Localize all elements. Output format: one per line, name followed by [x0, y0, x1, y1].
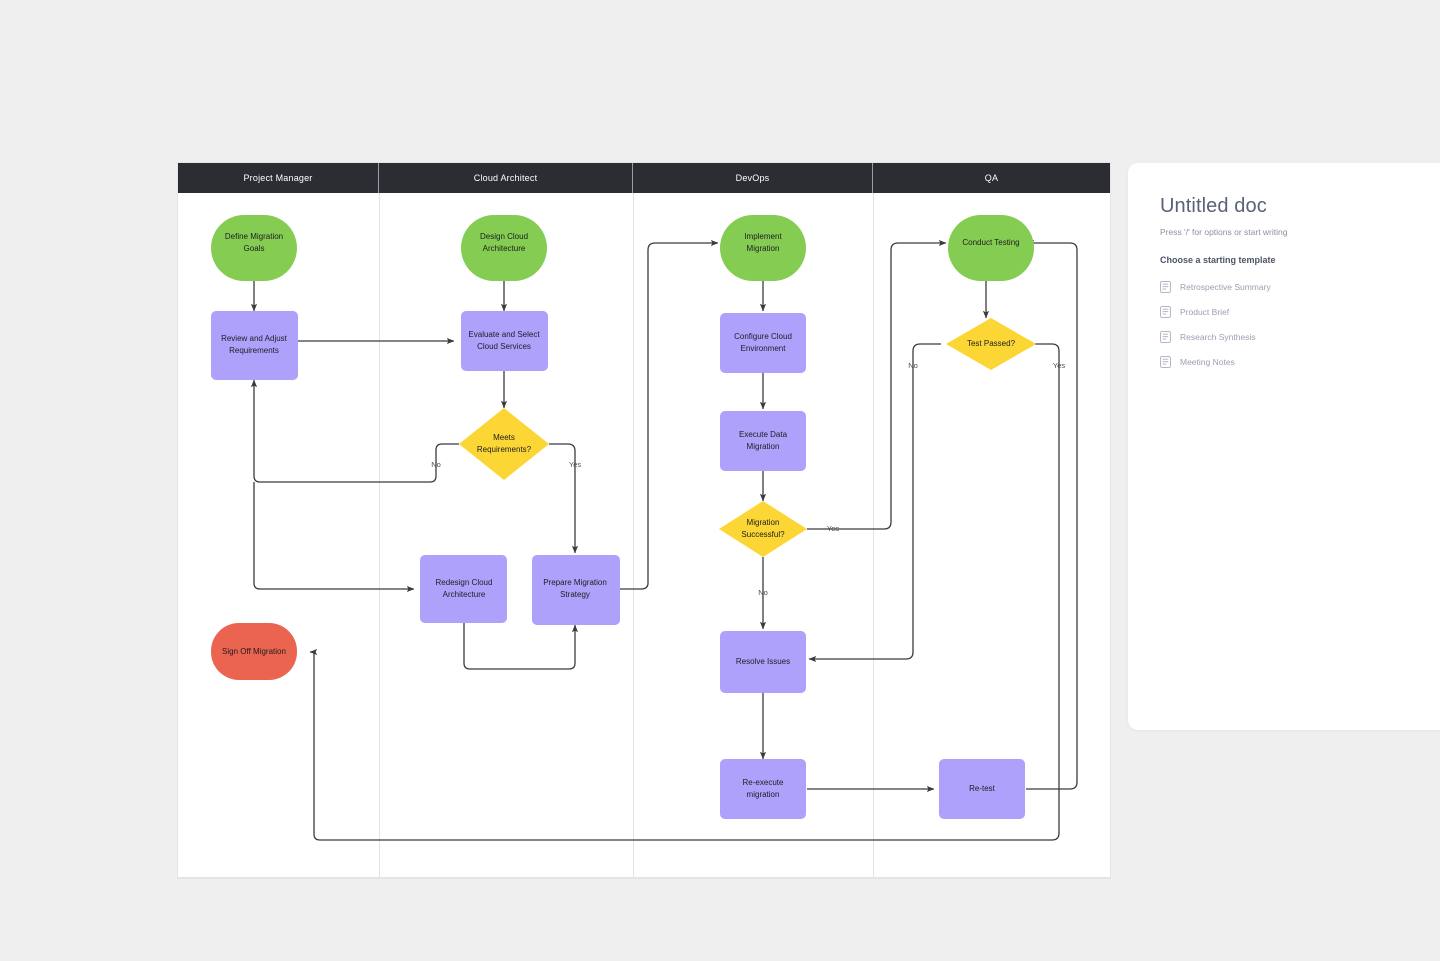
template-item-label: Meeting Notes	[1180, 356, 1235, 367]
document-icon	[1160, 330, 1171, 343]
node-conduct-testing[interactable]: Conduct Testing	[948, 215, 1034, 281]
node-re-execute-migration[interactable]: Re-execute migration	[720, 759, 806, 819]
lane-header-label: DevOps	[735, 173, 770, 183]
node-design-cloud-architecture[interactable]: Design Cloud Architecture	[461, 215, 547, 281]
edge-label-meets-yes: Yes	[569, 460, 581, 469]
lane-divider	[633, 193, 634, 878]
template-item-retrospective-summary[interactable]: Retrospective Summary	[1160, 274, 1440, 299]
node-label-line1: Review and Adjust	[221, 334, 288, 343]
lane-header-qa[interactable]: QA	[873, 163, 1110, 193]
template-item-label: Research Synthesis	[1180, 331, 1256, 342]
edge-label-migsucc-no: No	[758, 588, 768, 597]
node-label-line2: Migration	[747, 442, 780, 451]
node-meets-requirements[interactable]: Meets Requirements?	[459, 408, 549, 480]
node-implement-migration[interactable]: Implement Migration	[720, 215, 806, 281]
node-review-and-adjust-requirements[interactable]: Review and Adjust Requirements	[211, 311, 298, 380]
lane-header-cloud-architect[interactable]: Cloud Architect	[379, 163, 633, 193]
node-label-line2: Strategy	[560, 590, 590, 599]
edge-migsucc-yes-to-conduct	[807, 239, 947, 530]
edge-testpassed-no-to-resolve	[808, 343, 941, 663]
node-migration-successful[interactable]: Migration Successful?	[719, 501, 807, 557]
node-label-line2: migration	[747, 790, 780, 799]
node-label-line1: Resolve Issues	[736, 657, 790, 666]
swimlane-dividers	[178, 193, 1110, 878]
node-execute-data-migration[interactable]: Execute Data Migration	[720, 411, 806, 471]
document-icon	[1160, 280, 1171, 293]
lane-header-label: Project Manager	[243, 173, 313, 183]
edge-retest-to-conduct	[1026, 239, 1078, 790]
node-re-test[interactable]: Re-test	[939, 759, 1025, 819]
node-label-line1: Meets	[493, 433, 515, 442]
edge-prepare-to-implement	[620, 239, 719, 590]
node-configure-cloud-environment[interactable]: Configure Cloud Environment	[720, 313, 806, 373]
lane-header-devops[interactable]: DevOps	[633, 163, 873, 193]
template-section-heading: Choose a starting template	[1160, 255, 1276, 265]
node-label-line1: Redesign Cloud	[436, 578, 493, 587]
node-label-line2: Cloud Services	[477, 342, 531, 351]
edge-redesign-to-prepare	[463, 623, 579, 670]
doc-placeholder-hint: Press '/' for options or start writing	[1160, 227, 1288, 237]
node-evaluate-and-select-cloud-services[interactable]: Evaluate and Select Cloud Services	[461, 311, 548, 371]
edge-label-migsucc-yes: Yes	[827, 524, 839, 533]
node-label-line1: Design Cloud	[480, 232, 528, 241]
node-label-line1: Evaluate and Select	[468, 330, 540, 339]
edge-label-testpassed-yes: Yes	[1053, 361, 1065, 370]
node-define-migration-goals[interactable]: Define Migration Goals	[211, 215, 297, 281]
node-label-line2: Requirements?	[477, 445, 532, 454]
node-label-line1: Prepare Migration	[543, 578, 607, 587]
node-label-line1: Conduct Testing	[962, 238, 1019, 247]
doc-title[interactable]: Untitled doc	[1160, 195, 1267, 217]
edge-label-testpassed-no: No	[908, 361, 918, 370]
node-test-passed[interactable]: Test Passed?	[946, 318, 1036, 370]
swimlane-header-row: Project Manager Cloud Architect DevOps Q…	[178, 163, 1110, 193]
edge-testpassed-yes-to-signoff	[309, 343, 1060, 841]
node-label-line2: Goals	[244, 244, 265, 253]
node-label-line2: Environment	[741, 344, 787, 353]
template-item-product-brief[interactable]: Product Brief	[1160, 299, 1440, 324]
template-item-meeting-notes[interactable]: Meeting Notes	[1160, 349, 1440, 374]
node-label-line1: Define Migration	[225, 232, 283, 241]
node-label-line2: Successful?	[741, 530, 785, 539]
node-label-line1: Re-execute	[743, 778, 784, 787]
edge-label-meets-no: No	[431, 460, 441, 469]
flowchart-svg: Define Migration Goals Review and Adjust…	[211, 215, 1078, 841]
edge-review-to-redesign	[253, 482, 415, 593]
lane-header-label: QA	[984, 173, 999, 183]
edge-meets-yes-to-prepare	[549, 443, 579, 554]
board-bottom-border	[178, 877, 1110, 878]
node-resolve-issues[interactable]: Resolve Issues	[720, 631, 806, 693]
node-label-line2: Architecture	[443, 590, 486, 599]
lane-header-label: Cloud Architect	[473, 173, 538, 183]
document-icon	[1160, 305, 1171, 318]
node-sign-off-migration[interactable]: Sign Off Migration	[211, 623, 297, 680]
node-label-line1: Implement	[744, 232, 782, 241]
node-label-line1: Migration	[747, 518, 780, 527]
document-editor-panel[interactable]: Untitled doc Press '/' for options or st…	[1128, 163, 1440, 730]
template-item-label: Retrospective Summary	[1180, 281, 1271, 292]
node-redesign-cloud-architecture[interactable]: Redesign Cloud Architecture	[420, 555, 507, 623]
node-label-line2: Requirements	[229, 346, 279, 355]
lane-divider	[379, 193, 380, 878]
node-label-line1: Re-test	[969, 784, 996, 793]
node-label-line2: Architecture	[483, 244, 526, 253]
node-label-line1: Test Passed?	[967, 339, 1016, 348]
flowchart-canvas[interactable]: Project Manager Cloud Architect DevOps Q…	[178, 163, 1110, 878]
node-label-line1: Execute Data	[739, 430, 788, 439]
lane-header-project-manager[interactable]: Project Manager	[178, 163, 379, 193]
document-icon	[1160, 355, 1171, 368]
lane-divider	[873, 193, 874, 878]
node-label-line1: Configure Cloud	[734, 332, 792, 341]
template-item-label: Product Brief	[1180, 306, 1230, 317]
edge-meets-no-to-review	[250, 379, 459, 483]
node-label-line1: Sign Off Migration	[222, 647, 286, 656]
node-prepare-migration-strategy[interactable]: Prepare Migration Strategy	[532, 555, 620, 625]
template-item-research-synthesis[interactable]: Research Synthesis	[1160, 324, 1440, 349]
node-label-line2: Migration	[747, 244, 780, 253]
